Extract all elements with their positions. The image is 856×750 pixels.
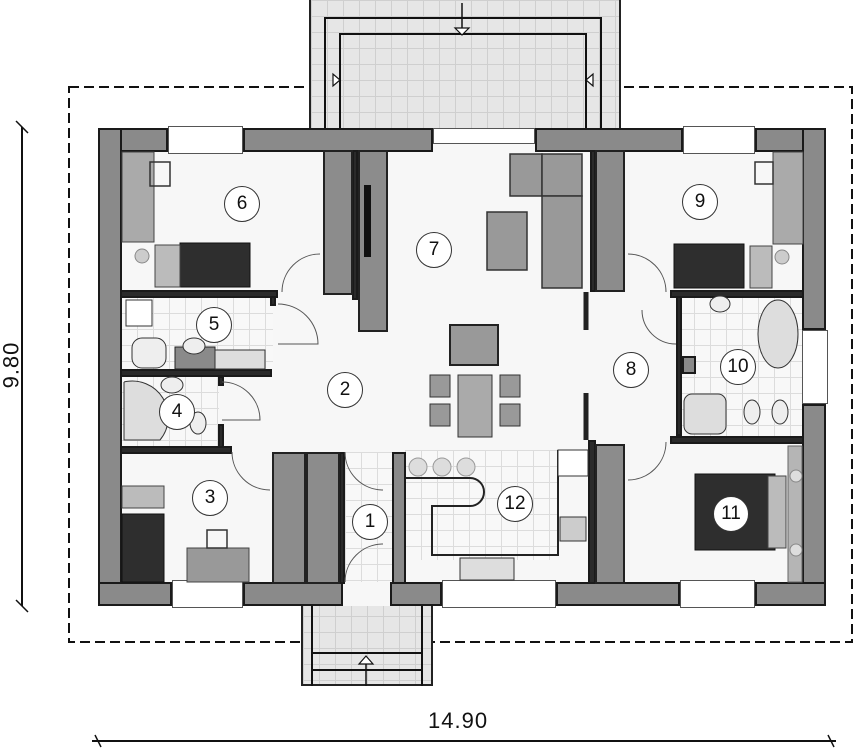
room-label-7: 7 [416,232,452,268]
room-label-4: 4 [159,394,195,430]
wall-right-lower [802,404,826,606]
window-room-3 [172,580,243,608]
room-label-11: 11 [713,496,749,532]
room-label-2: 2 [327,372,363,408]
wall-6-5 [120,290,278,298]
wall-1-12 [392,452,406,584]
wall-left [98,128,122,606]
wardrobe-hall-1 [272,452,306,584]
wall-6-living [352,150,358,300]
window-room-10 [802,330,828,404]
rear-terrace [309,0,621,130]
room-label-8: 8 [613,352,649,388]
wardrobe-hall-2 [306,452,340,584]
wardrobe-room-6 [323,150,353,295]
room-label-12: 12 [497,486,533,522]
room-label-10: 10 [720,349,756,385]
room-label-1: 1 [352,504,388,540]
wardrobe-room-11 [595,444,625,584]
wall-bottom-2 [243,582,343,606]
wall-4-3 [120,446,232,454]
wall-bottom-1 [98,582,172,606]
width-dimension-label: 14.90 [428,708,489,733]
tv-wall-unit [358,150,388,332]
wall-5-hall [270,296,276,306]
wall-3-1 [339,452,345,584]
chimney-block [682,356,696,374]
window-living-terrace [433,128,535,144]
wall-top-right-2 [535,128,683,152]
wall-10-11 [670,436,804,444]
wall-4-hall [218,376,224,386]
room-label-3: 3 [192,480,228,516]
wall-5-4 [120,369,272,377]
wall-right-upper [802,128,826,330]
wall-9-10 [670,290,804,298]
room-label-9: 9 [682,184,718,220]
room-label-6: 6 [224,186,260,222]
wall-bottom-5 [755,582,826,606]
window-room-11 [680,580,755,608]
wall-bottom-3 [390,582,442,606]
wardrobe-room-9 [595,150,625,292]
room-label-5: 5 [196,307,232,343]
wall-4-hall-2 [218,424,224,448]
window-room-6 [168,126,243,154]
tv-icon [364,185,371,257]
window-room-9 [683,126,755,154]
